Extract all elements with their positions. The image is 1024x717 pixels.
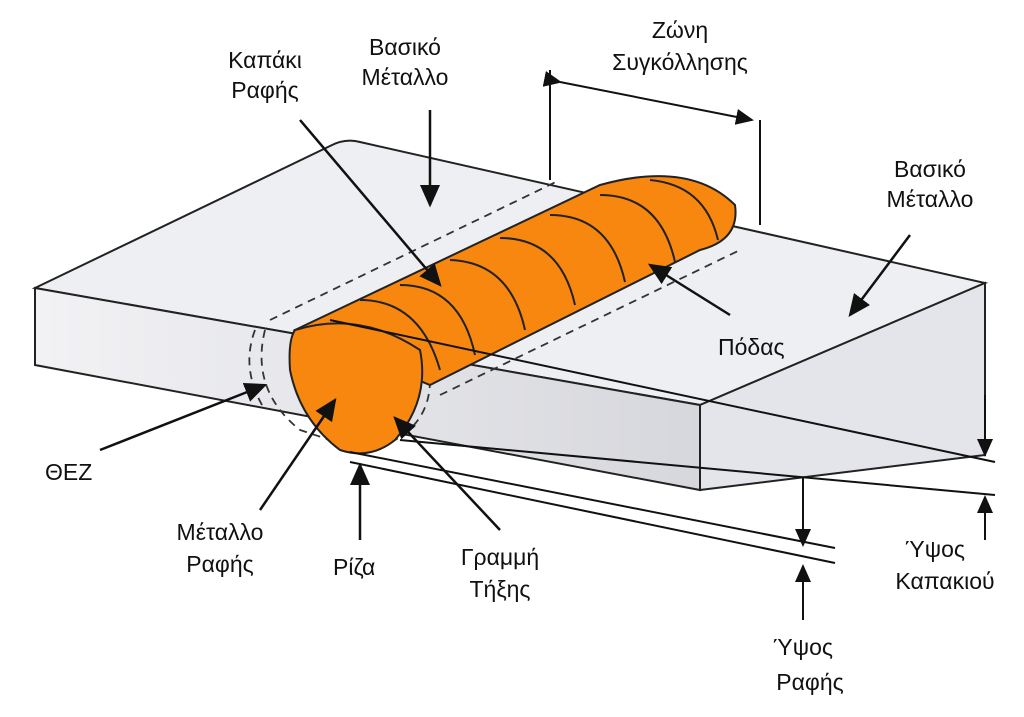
dimension-lines bbox=[329, 70, 996, 620]
haz-boundary bbox=[248, 179, 741, 441]
label-toe: Πόδας bbox=[718, 334, 785, 360]
label-haz: ΘΕΖ bbox=[45, 459, 92, 485]
leader-arrows bbox=[99, 110, 911, 540]
weld-cap bbox=[292, 175, 737, 387]
label-root: Ρίζα bbox=[333, 554, 375, 580]
weld-bead bbox=[288, 175, 737, 455]
